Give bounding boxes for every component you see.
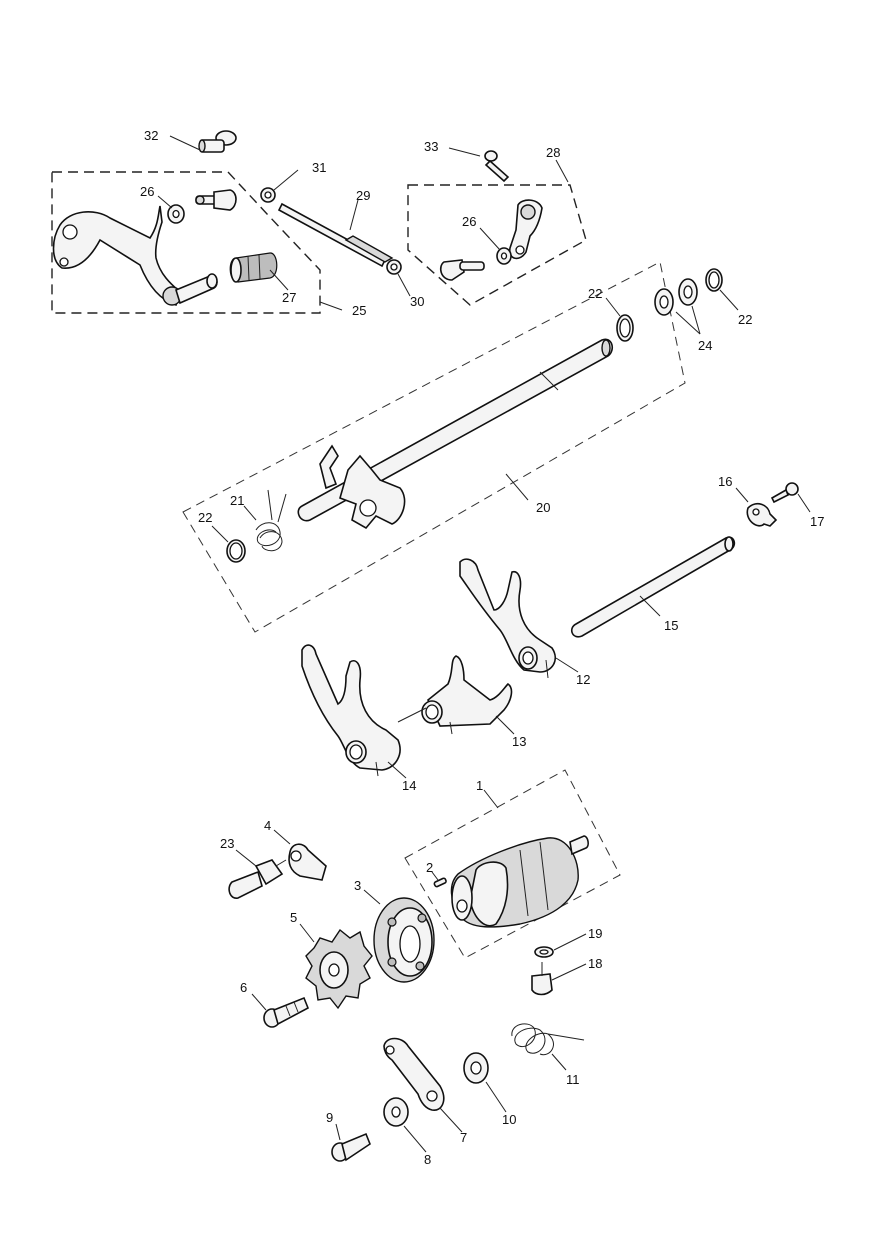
screw-17 [770, 482, 799, 504]
ball-joint-pedal [195, 189, 237, 211]
callout-21: 21 [230, 493, 244, 508]
selector-drum [450, 835, 589, 928]
rubber-27 [229, 252, 278, 283]
link-rod-29 [277, 202, 394, 268]
selector-fork-14 [301, 644, 427, 777]
selector-fork-12 [459, 558, 556, 679]
group-box-20 [182, 261, 686, 633]
callout-31: 31 [312, 160, 326, 175]
bearing-3 [373, 897, 435, 983]
callout-15: 15 [664, 618, 678, 633]
group-box-1 [404, 769, 621, 959]
group-box-25 [51, 171, 321, 314]
shims-24 [654, 278, 698, 316]
pin-2 [433, 877, 447, 888]
callout-3: 3 [354, 878, 361, 893]
spring-21 [255, 489, 287, 552]
washer-8 [383, 1097, 409, 1127]
washer-10 [463, 1052, 489, 1084]
bolt-9 [331, 1132, 371, 1162]
callout-33: 33 [424, 139, 438, 154]
washer-26-arm [496, 247, 512, 265]
callout-32: 32 [144, 128, 158, 143]
callout-7: 7 [460, 1130, 467, 1145]
callout-28: 28 [546, 145, 560, 160]
detent-wheel-5 [305, 928, 373, 1010]
selector-arm-28 [509, 199, 543, 260]
detent-arm-7 [383, 1037, 445, 1111]
fork-rod-15 [570, 536, 736, 638]
callout-26-arm: 26 [462, 214, 476, 229]
callout-23: 23 [220, 836, 234, 851]
callout-10: 10 [502, 1112, 516, 1127]
bolt-33 [484, 150, 510, 183]
ball-joint-arm [439, 259, 485, 281]
circlip-22-right [705, 268, 723, 292]
leader-lines [157, 135, 811, 1153]
callout-18: 18 [588, 956, 602, 971]
nut-31 [260, 187, 276, 203]
switch-18 [531, 962, 553, 996]
pivot-bolt-32 [198, 130, 237, 153]
circlip-22-left [226, 539, 246, 563]
neutral-switch-23 [228, 859, 287, 899]
bolt-6 [263, 996, 310, 1028]
plate-4 [288, 843, 327, 881]
callout-30: 30 [410, 294, 424, 309]
selector-fork-13 [421, 655, 513, 735]
callout-22-left: 22 [198, 510, 212, 525]
washer-19 [534, 946, 554, 958]
callout-17: 17 [810, 514, 824, 529]
callout-14: 14 [402, 778, 416, 793]
callout-20: 20 [536, 500, 550, 515]
callout-4: 4 [264, 818, 271, 833]
spring-11 [511, 1023, 585, 1056]
locating-plate-16 [746, 502, 778, 527]
gear-pedal [52, 205, 218, 307]
callout-22-top: 22 [588, 286, 602, 301]
group-box-28 [407, 184, 587, 306]
callout-22-right: 22 [738, 312, 752, 327]
callout-11: 11 [566, 1072, 580, 1087]
callout-2: 2 [426, 860, 433, 875]
selector-shaft-20 [297, 338, 614, 530]
callout-1: 1 [476, 778, 483, 793]
callout-26-pedal: 26 [140, 184, 154, 199]
circlip-22-top [616, 314, 634, 342]
callout-5: 5 [290, 910, 297, 925]
callout-25: 25 [352, 303, 366, 318]
callout-9: 9 [326, 1110, 333, 1125]
callout-8: 8 [424, 1152, 431, 1167]
callout-13: 13 [512, 734, 526, 749]
callout-24: 24 [698, 338, 712, 353]
callout-29: 29 [356, 188, 370, 203]
callout-16: 16 [718, 474, 732, 489]
callout-19: 19 [588, 926, 602, 941]
callout-6: 6 [240, 980, 247, 995]
callout-27: 27 [282, 290, 296, 305]
nut-30 [386, 259, 402, 275]
callout-12: 12 [576, 672, 590, 687]
washer-26-pedal [167, 204, 185, 224]
